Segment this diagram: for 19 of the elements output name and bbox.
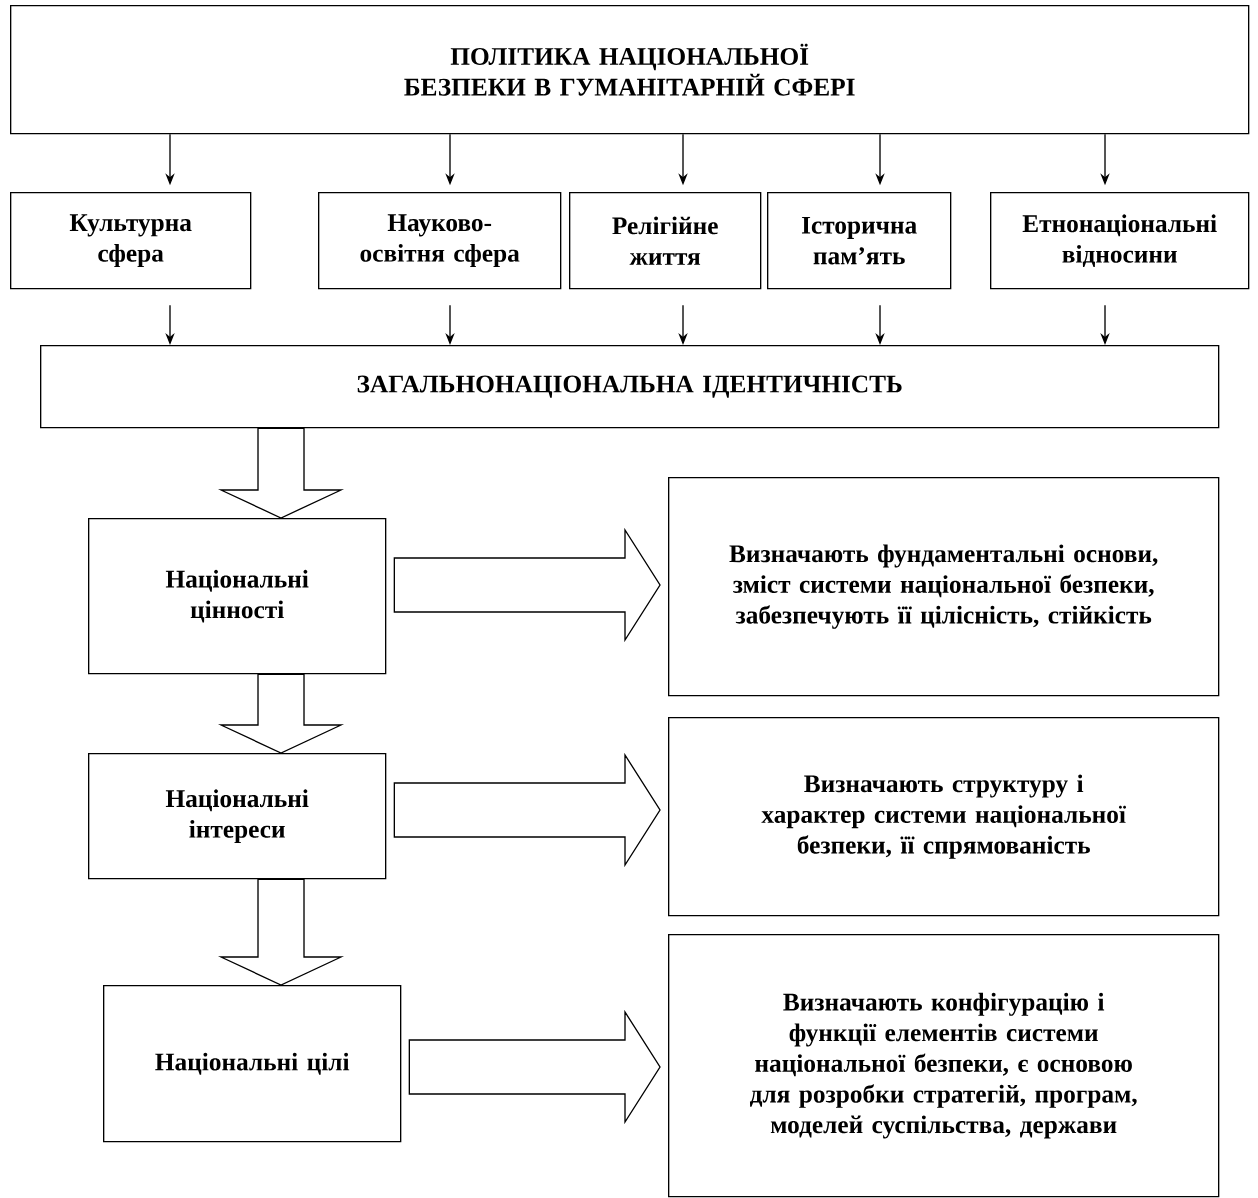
block-arrow xyxy=(218,878,344,986)
description-box: Визначають конфігурацію і функції елементів системи національної безпеки, є основою для розробки стратегій, програм, моделей суспільства, держави xyxy=(668,934,1220,1198)
process-box: Релігійне життя xyxy=(569,192,762,290)
block-arrow xyxy=(408,1009,661,1125)
process-box: Науково-освітня сфера xyxy=(318,192,562,290)
process-box: Культурна сфера xyxy=(10,192,252,290)
block-arrow xyxy=(393,527,661,643)
process-box: Національні цілі xyxy=(103,985,402,1143)
process-box: Історична пам’ять xyxy=(767,192,952,290)
title-box: ПОЛІТИКА НАЦІОНАЛЬНОЇ БЕЗПЕКИ В ГУМАНІТАРНІЙ СФЕРІ xyxy=(10,5,1250,135)
description-box: Визначають фундаментальні основи, зміст системи національної безпеки, забезпечують її цілісність, стійкість xyxy=(668,477,1220,697)
process-box: Національні інтереси xyxy=(88,753,387,880)
process-box: Національні цінності xyxy=(88,518,387,675)
description-box: Визначають структуру і характер системи національної безпеки, її спрямованість xyxy=(668,717,1220,917)
process-box: ЗАГАЛЬНОНАЦІОНАЛЬНА ІДЕНТИЧНІСТЬ xyxy=(40,345,1220,429)
block-arrow xyxy=(218,427,344,519)
process-box: Етнонаціональні відносини xyxy=(990,192,1250,290)
block-arrow xyxy=(393,752,661,868)
block-arrow xyxy=(218,673,344,754)
